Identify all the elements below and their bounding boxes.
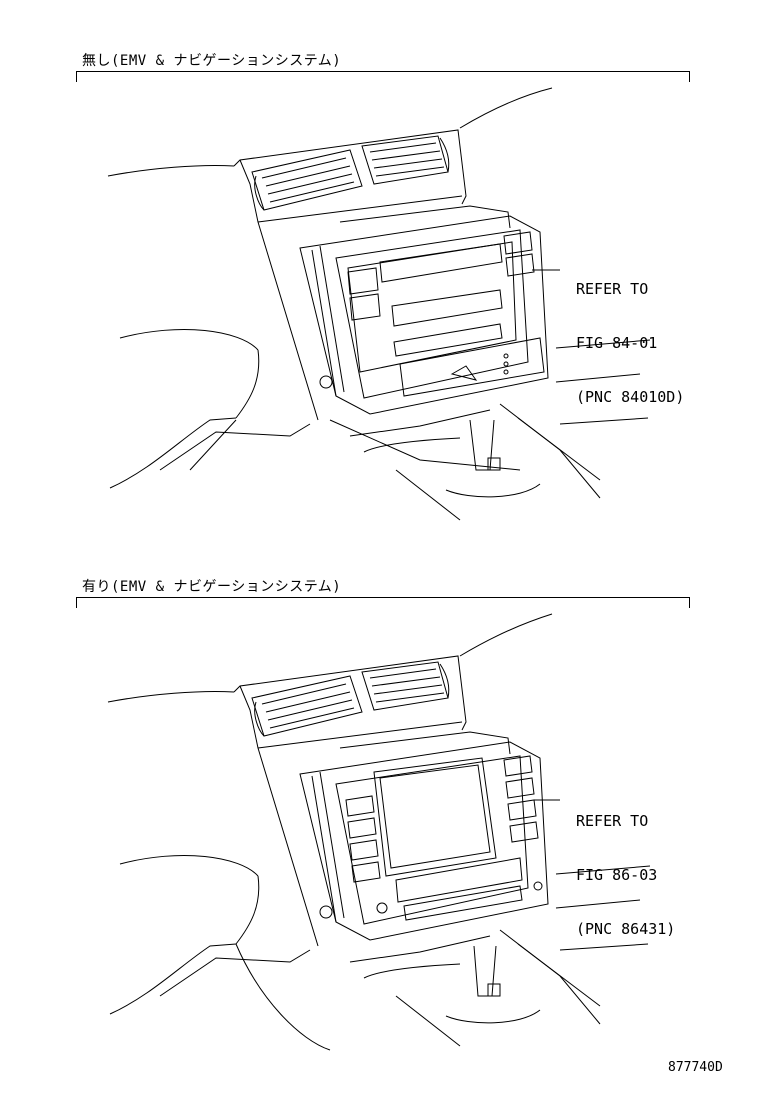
section-title: 無し(EMV & ナビゲーションシステム) bbox=[82, 53, 342, 69]
navigation-display-unit bbox=[299, 731, 549, 941]
shift-lever bbox=[445, 419, 541, 498]
section-bracket bbox=[76, 71, 690, 82]
section-title: 有り(EMV & ナビゲーションシステム) bbox=[82, 579, 342, 595]
section-bracket bbox=[76, 597, 690, 608]
refer-pnc: (PNC 86431) bbox=[576, 920, 676, 938]
refer-line-1: REFER TO bbox=[576, 812, 649, 830]
reference-callout: REFER TO FIG 84-01 (PNC 84010D) bbox=[576, 244, 684, 442]
reference-callout: REFER TO FIG 86-03 (PNC 86431) bbox=[576, 776, 675, 974]
refer-line-1: REFER TO bbox=[576, 280, 649, 298]
air-vent-right bbox=[361, 661, 450, 711]
audio-climate-panel bbox=[299, 205, 549, 415]
shift-lever bbox=[445, 945, 541, 1024]
air-vent-left bbox=[251, 675, 363, 737]
refer-figure: FIG 86-03 bbox=[576, 866, 658, 884]
figure-id: 877740D bbox=[668, 1060, 723, 1075]
navigation-screen bbox=[373, 757, 497, 877]
refer-figure: FIG 84-01 bbox=[576, 334, 658, 352]
air-vent-left bbox=[251, 149, 363, 211]
refer-pnc: (PNC 84010D) bbox=[576, 388, 685, 406]
dashboard-illustration-without-nav bbox=[107, 87, 651, 521]
air-vent-right bbox=[361, 135, 450, 185]
